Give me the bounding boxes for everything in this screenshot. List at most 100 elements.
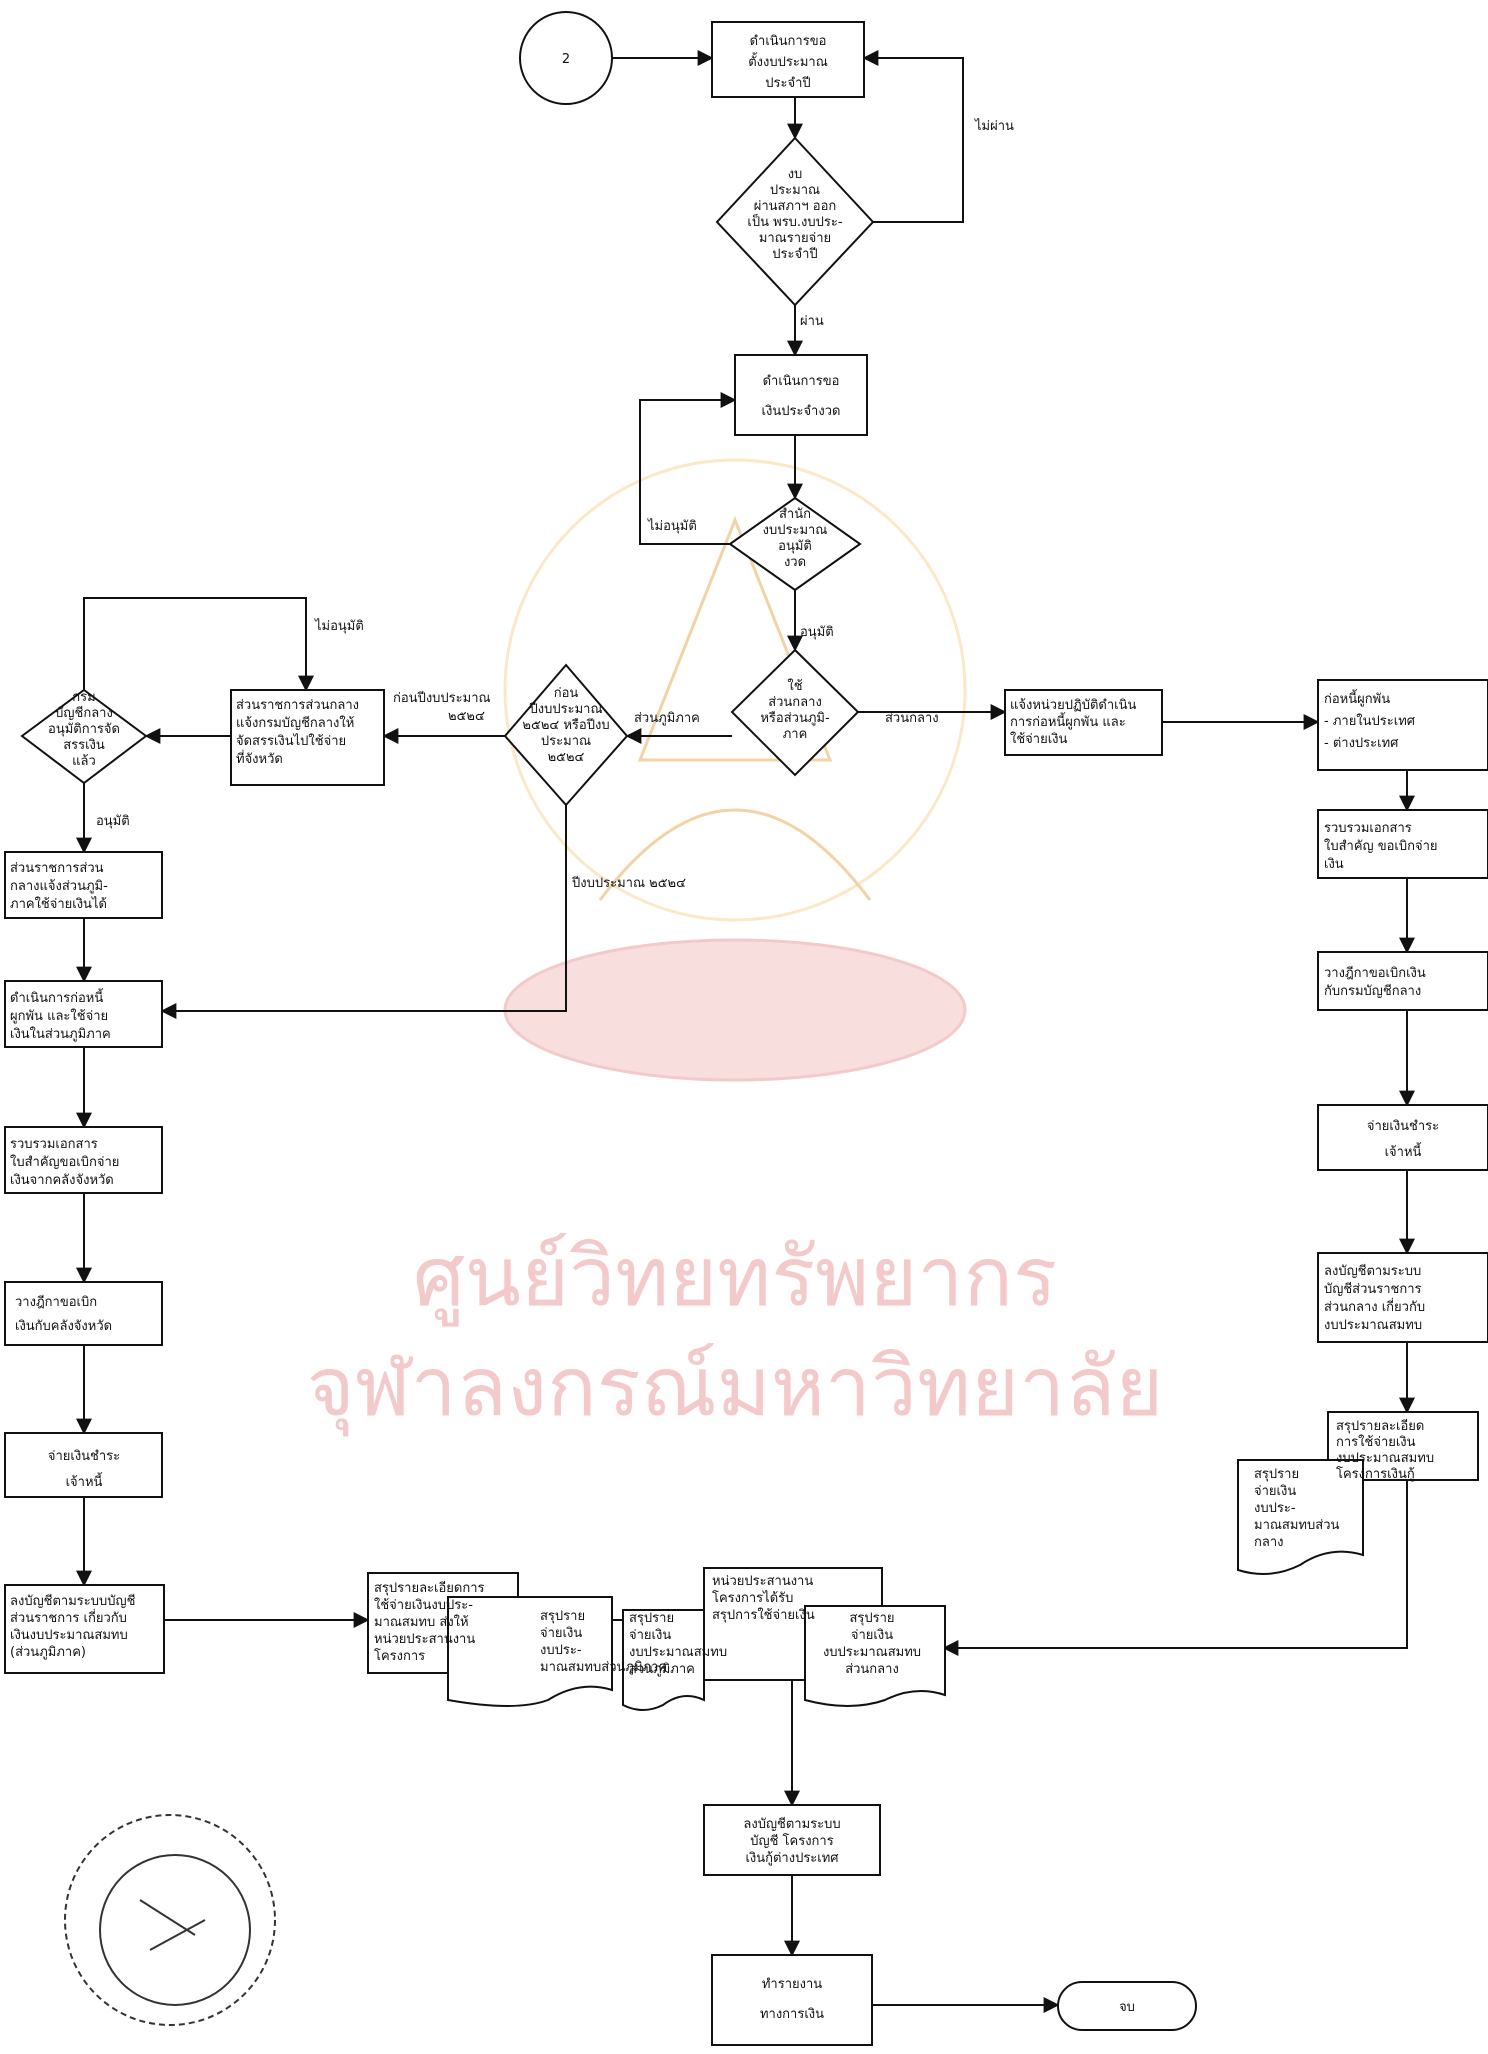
label-central-request-allot: ส่วนราชการส่วนกลางแจ้งกรมบัญชีกลางให้จัด… — [236, 698, 359, 767]
edge-fy-down — [160, 805, 567, 1019]
label-dec-fiscal-year-line: ๒๕๒๔ หรือปีงบ — [522, 717, 609, 733]
edge-label-fy-2524-line: ปีงบประมาณ ๒๕๒๔ — [571, 875, 686, 891]
label-pay-creditor-left-line: จ่ายเงินชำระ — [48, 1449, 120, 1464]
label-central-notify-regional-line: กลางแจ้งส่วนภูมิ- — [10, 879, 108, 894]
terminator-end — [1057, 1981, 1197, 2031]
edge-label-approved-1: อนุมัติ — [800, 625, 834, 640]
edge-label-before-fy: ก่อนปีงบประมาณ — [393, 690, 491, 706]
label-doc-central-b-line: สรุปราย — [849, 1611, 894, 1626]
label-dec-fiscal-year-line: ปีงบประมาณ — [528, 701, 602, 717]
label-pay-creditor-right-line: จ่ายเงินชำระ — [1367, 1119, 1439, 1134]
edge-label-approved-1-line: อนุมัติ — [800, 625, 834, 640]
diamond-central-or-regional — [730, 648, 860, 777]
label-notify-central-line: แจ้งหน่วยปฏิบัติดำเนิน — [1010, 698, 1136, 713]
doc-central-b — [804, 1605, 946, 1707]
label-dec-budget-bureau-line: สำนัก — [779, 507, 811, 522]
label-request-installment-line: ดำเนินการขอ — [763, 374, 840, 389]
label-doc-regional-b-line: งบประมาณสมทบ — [629, 1645, 727, 1660]
label-dec-budget-bureau: สำนักงบประมาณอนุมัติงวด — [763, 507, 828, 570]
label-dec-comptroller-allot-line: แล้ว — [72, 754, 96, 769]
box-post-project-ledger — [703, 1804, 881, 1876]
label-commitments: ก่อหนี้ผูกพัน- ภายในประเทศ- ต่างประเทศ — [1324, 689, 1416, 751]
doc-central-left — [1237, 1459, 1364, 1575]
label-request-budget: ดำเนินการขอตั้งงบประมาณประจำปี — [748, 34, 828, 91]
label-summary-regional-line: หน่วยประสานงาน — [374, 1632, 475, 1647]
label-dec-comptroller-allot: กรมบัญชีกลางอนุมัติการจัดสรรเงินแล้ว — [48, 690, 120, 769]
box-financial-report — [711, 1954, 873, 2046]
label-dec-fiscal-year-line: ประมาณ — [541, 734, 591, 749]
edge-label-before-fy-year-line: ๒๕๒๔ — [448, 709, 485, 724]
box-request-budget — [711, 21, 865, 98]
label-gather-docs-right-line: เงิน — [1324, 857, 1344, 872]
label-doc-central-left-line: จ่ายเงิน — [1254, 1484, 1296, 1499]
box-commitments — [1317, 679, 1488, 771]
label-dec-comptroller-allot-line: อนุมัติการจัด — [48, 722, 120, 737]
edge-label-regional-line: ส่วนภูมิภาค — [634, 711, 700, 726]
label-doc-regional-a-line: มาณสมทบส่วนภูมิภาค — [540, 1660, 667, 1675]
label-post-project-ledger-line: ลงบัญชีตามระบบ — [743, 1816, 840, 1832]
label-summary-central-line: สรุปรายละเอียด — [1336, 1418, 1424, 1434]
label-dec-parliament-line: ผ่านสภาฯ ออก — [754, 199, 837, 214]
label-summary-regional-line: ใช้จ่ายเงินงบประ- — [374, 1597, 473, 1613]
label-request-budget-line: ประจำปี — [765, 75, 810, 91]
label-request-installment-line: เงินประจำงวด — [762, 404, 841, 419]
edge-not-approved-2-loop — [83, 597, 314, 692]
label-dec-fiscal-year-line: ๒๕๒๔ — [548, 750, 585, 765]
edge-label-passed-line: ผ่าน — [800, 314, 824, 329]
label-summary-regional-line: มาณสมทบ ส่งให้ — [374, 1614, 469, 1630]
label-request-budget-line: ดำเนินการขอ — [750, 34, 827, 49]
stamp-seal — [64, 1814, 276, 2026]
label-summary-central: สรุปรายละเอียดการใช้จ่ายเงินงบประมาณสมทบ… — [1336, 1418, 1434, 1482]
label-dec-parliament-line: ประจำปี — [772, 246, 817, 262]
label-doc-regional-a-line: จ่ายเงิน — [540, 1626, 582, 1641]
label-doc-regional-b-line: จ่ายเงิน — [629, 1628, 671, 1643]
box-notify-central — [1004, 689, 1163, 756]
label-dec-comptroller-allot-line: บัญชีกลาง — [55, 705, 113, 721]
label-dec-central-or-regional-line: ส่วนกลาง — [768, 695, 822, 710]
box-central-request-allot — [230, 689, 385, 786]
label-draft-province: วางฎีกาขอเบิกเงินกับคลังจังหวัด — [15, 1294, 112, 1334]
edge-not-approved-loop — [639, 392, 737, 545]
label-dec-central-or-regional: ใช้ส่วนกลางหรือส่วนภูมิ-ภาค — [760, 678, 830, 742]
box-post-regional-ledger — [4, 1584, 165, 1674]
edge-label-approved-2: อนุมัติ — [96, 814, 130, 829]
label-gather-docs-left: รวบรวมเอกสารใบสำคัญขอเบิกจ่ายเงินจากคลัง… — [10, 1137, 119, 1188]
label-doc-regional-a: สรุปรายจ่ายเงินงบประ-มาณสมทบส่วนภูมิภาค — [540, 1609, 667, 1675]
box-request-installment — [734, 354, 868, 436]
label-doc-regional-b: สรุปรายจ่ายเงินงบประมาณสมทบส่วนภูมิภาค — [629, 1611, 727, 1677]
label-regional-commit-line: เงินในส่วนภูมิภาค — [10, 1026, 111, 1042]
label-dec-fiscal-year-line: ก่อน — [554, 686, 579, 701]
label-draft-comptroller-line: กับกรมบัญชีกลาง — [1324, 983, 1421, 999]
text-layer: ดำเนินการขอตั้งงบประมาณประจำปีดำเนินการข… — [10, 34, 1439, 2022]
label-summary-central-line: งบประมาณสมทบ — [1336, 1451, 1434, 1466]
label-dec-budget-bureau-line: อนุมัติ — [778, 539, 812, 554]
edge-label-not-approved-1: ไม่อนุมัติ — [647, 518, 697, 534]
label-dec-parliament-line: เป็น พรบ.งบประ- — [747, 212, 842, 230]
label-doc-central-left: สรุปรายจ่ายเงินงบประ-มาณสมทบส่วนกลาง — [1254, 1467, 1339, 1550]
diamond-comptroller-allot — [20, 688, 148, 785]
label-draft-province-line: วางฎีกาขอเบิก — [15, 1294, 97, 1310]
label-central-request-allot-line: ที่จังหวัด — [236, 750, 283, 767]
label-pay-creditor-left: จ่ายเงินชำระเจ้าหนี้ — [48, 1449, 120, 1490]
label-coord-unit-line: สรุปการใช้จ่ายเงิน — [712, 1607, 815, 1623]
documents — [447, 1459, 1364, 1711]
terminator-label: จบ — [1119, 2000, 1135, 2015]
connector-label: 2 — [562, 52, 570, 67]
label-dec-central-or-regional-line: หรือส่วนภูมิ- — [760, 710, 830, 726]
edge-label-central: ส่วนกลาง — [885, 711, 939, 726]
box-draft-comptroller — [1317, 951, 1488, 1011]
watermark-line2: จุฬาลงกรณ์มหาวิทยาลัย — [307, 1340, 1164, 1437]
label-doc-central-b-line: ส่วนกลาง — [845, 1662, 899, 1677]
label-request-installment: ดำเนินการขอเงินประจำงวด — [762, 374, 841, 419]
label-gather-docs-left-line: ใบสำคัญขอเบิกจ่าย — [10, 1154, 119, 1170]
label-financial-report-line: ทางการเงิน — [760, 2007, 824, 2022]
label-central-notify-regional: ส่วนราชการส่วนกลางแจ้งส่วนภูมิ-ภาคใช้จ่า… — [10, 861, 108, 912]
label-request-budget-line: ตั้งงบประมาณ — [748, 52, 828, 70]
label-dec-parliament-line: มาณรายจ่าย — [759, 231, 831, 246]
doc-regional-a — [447, 1596, 613, 1707]
label-doc-central-left-line: มาณสมทบส่วน — [1254, 1518, 1339, 1533]
label-post-central-ledger-line: ลงบัญชีตามระบบ — [1324, 1263, 1421, 1279]
label-post-project-ledger-line: เงินกู้ต่างประเทศ — [745, 1851, 839, 1866]
label-dec-central-or-regional-line: ใช้ — [787, 678, 802, 694]
edge-label-not-approved-1-line: ไม่อนุมัติ — [647, 518, 697, 534]
